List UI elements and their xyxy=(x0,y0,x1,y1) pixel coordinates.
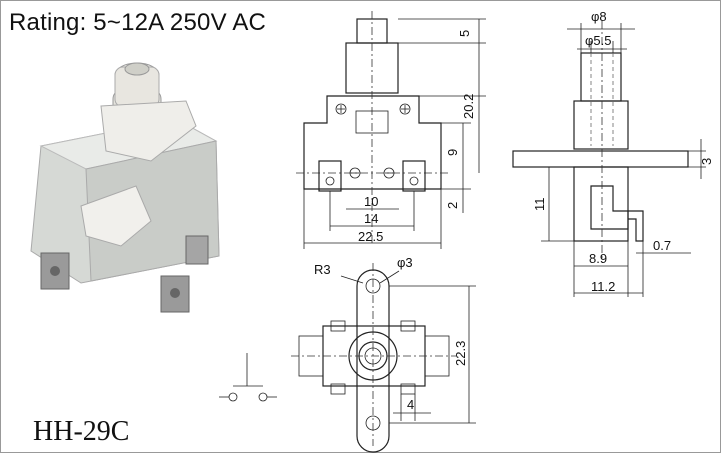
dim-r3: R3 xyxy=(314,262,331,277)
dim-22-3: 22.3 xyxy=(453,341,468,366)
dim-8-9: 8.9 xyxy=(589,251,607,266)
dim-4: 4 xyxy=(407,397,414,412)
dim-5: 5 xyxy=(457,30,472,37)
dim-phi5-5: φ5.5 xyxy=(585,33,612,48)
dim-3: 3 xyxy=(699,158,714,165)
dim-phi8: φ8 xyxy=(591,9,607,24)
dim-22-5: 22.5 xyxy=(358,229,383,244)
rating-text: Rating: 5~12A 250V AC xyxy=(9,9,267,36)
dim-14: 14 xyxy=(364,211,378,226)
dim-11: 11 xyxy=(532,198,547,212)
dim-2: 2 xyxy=(445,202,460,209)
model-label: HH-29C xyxy=(33,416,130,447)
dim-20-2: 20.2 xyxy=(461,94,476,119)
dim-9: 9 xyxy=(445,149,460,156)
side-view xyxy=(512,21,706,297)
dim-11-2: 11.2 xyxy=(591,279,615,294)
dim-0-7: 0.7 xyxy=(653,238,671,253)
front-view xyxy=(296,11,486,249)
dim-phi3: φ3 xyxy=(397,255,413,270)
switch-photo xyxy=(30,62,220,313)
dim-10: 10 xyxy=(364,194,378,209)
bottom-view xyxy=(291,263,476,453)
switch-symbol xyxy=(219,353,277,402)
